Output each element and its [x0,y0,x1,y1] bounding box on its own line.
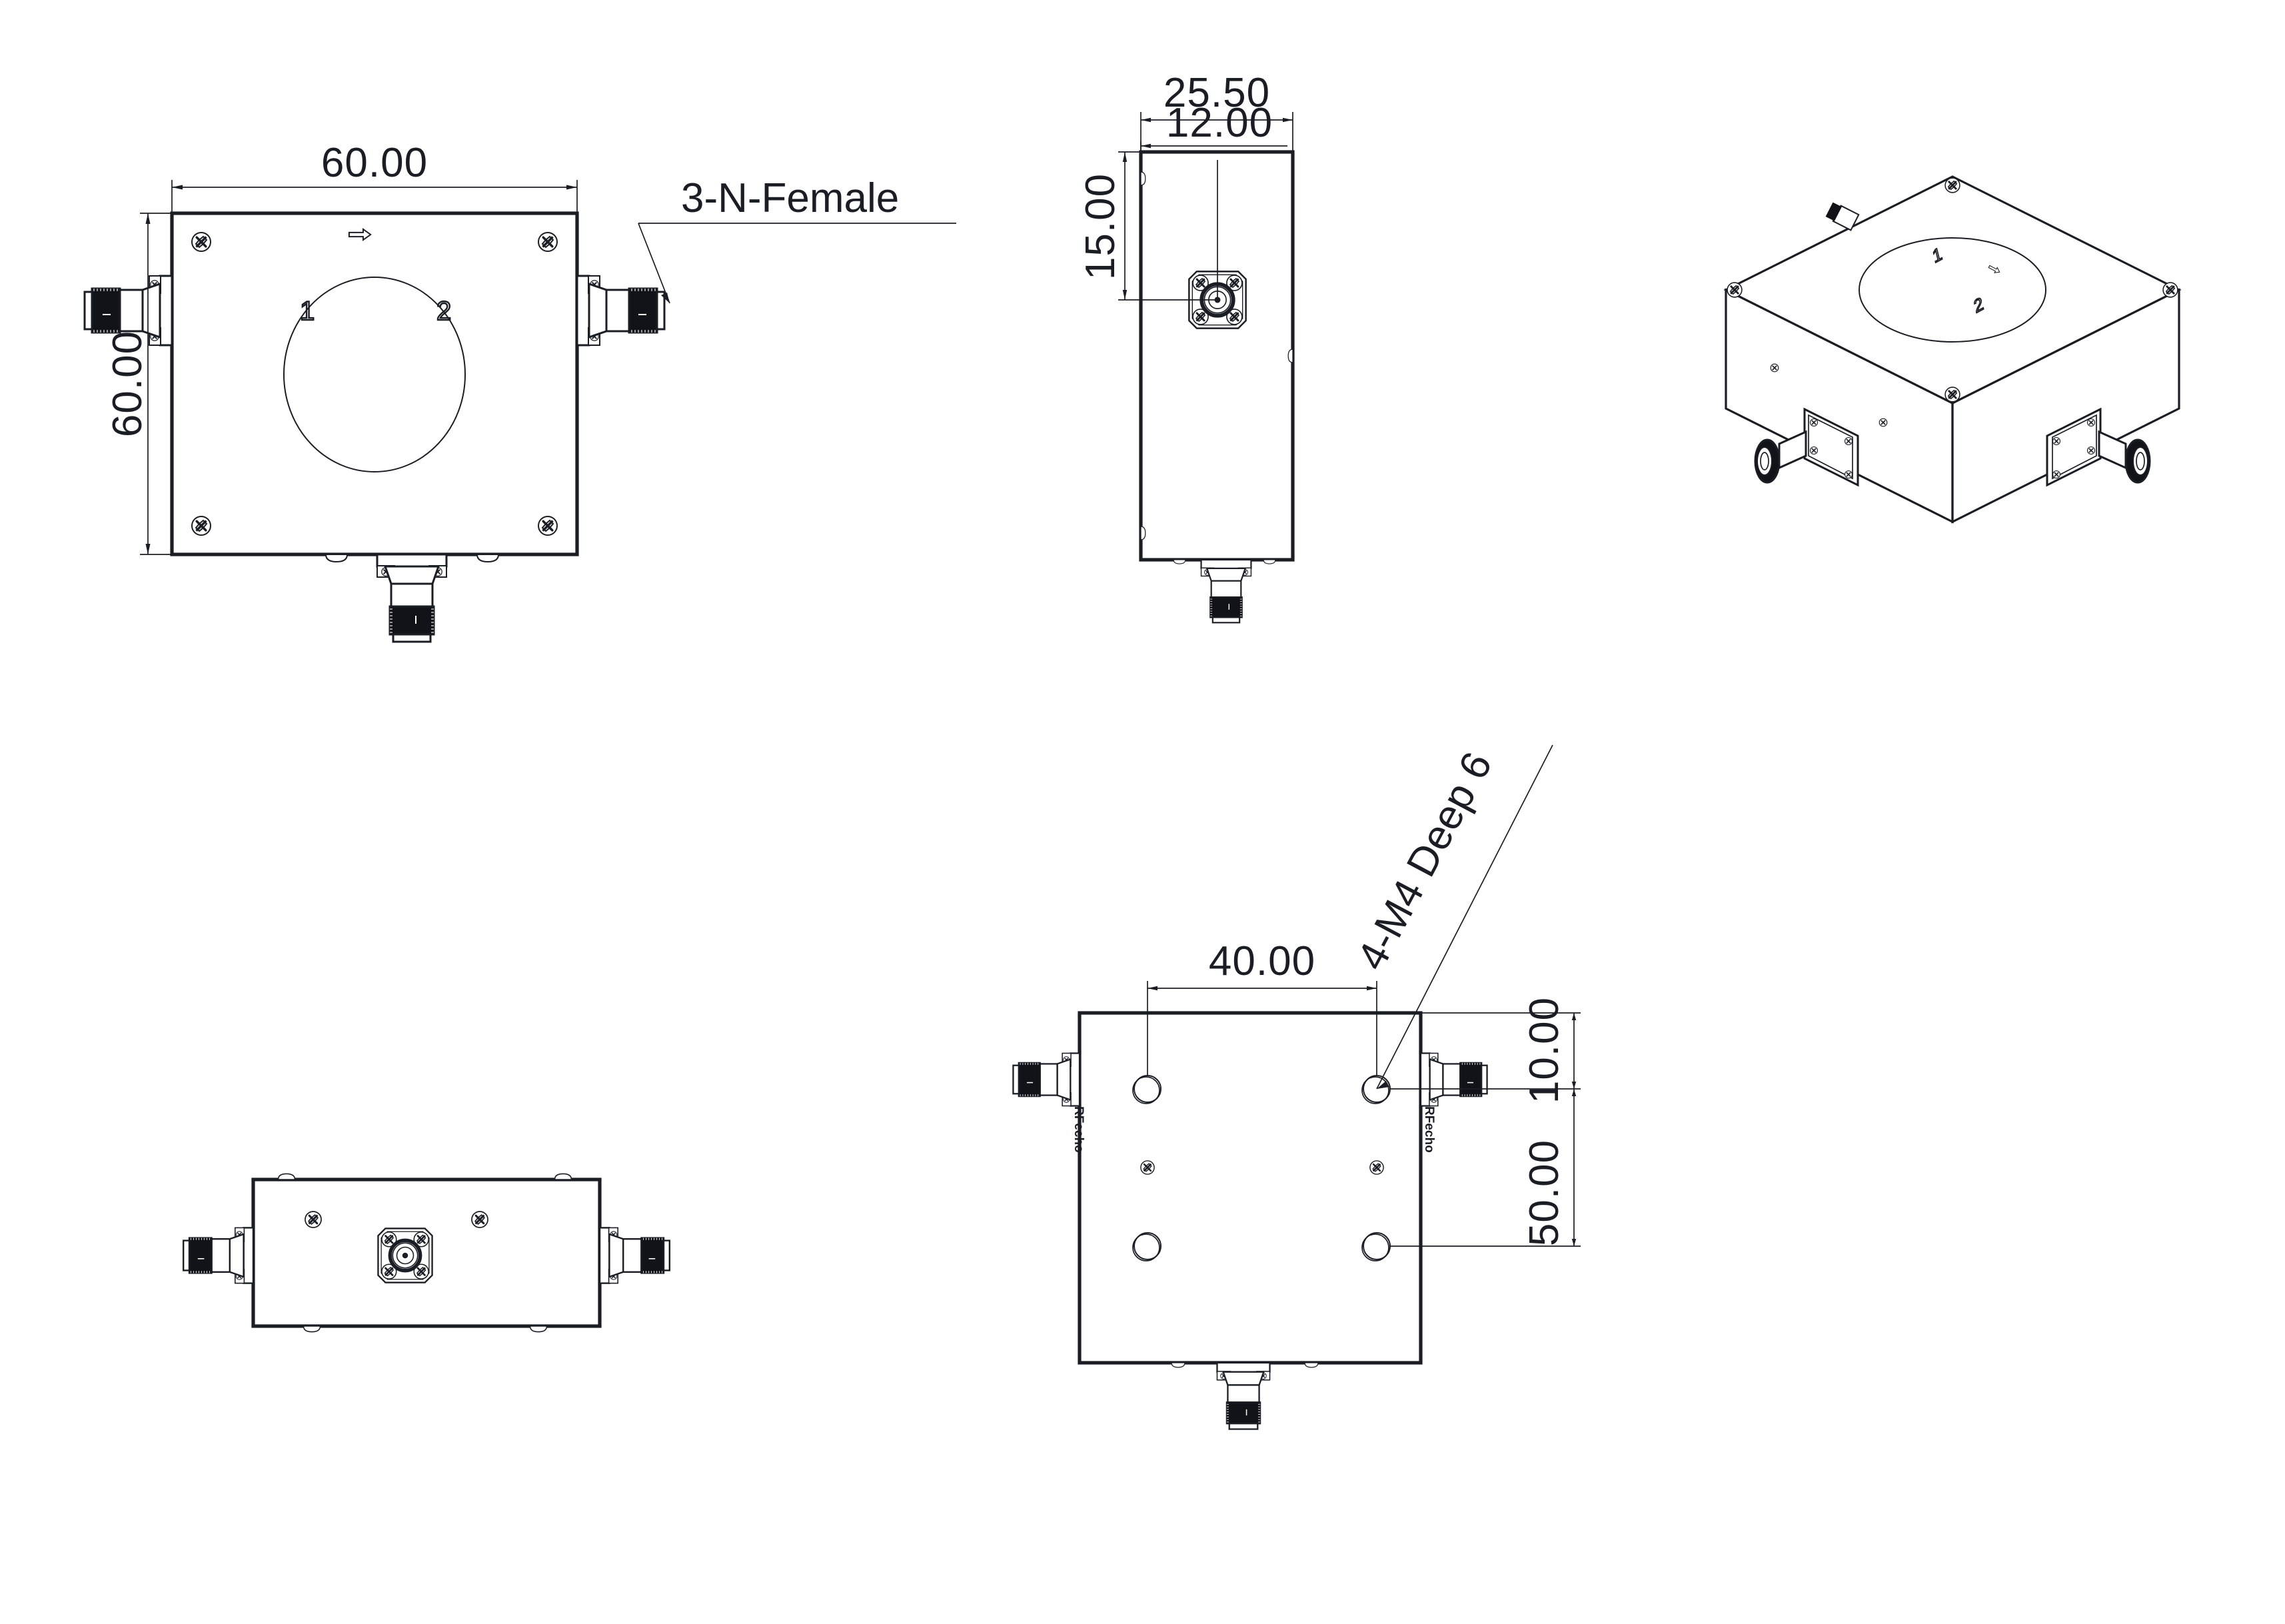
iso-boss-1 [1770,363,1779,373]
bottom-connector-right [1421,1053,1487,1106]
view-isometric: 1 2 [1723,175,2182,524]
bottom-screw-left [1140,1160,1155,1176]
port-label-2: 2 [436,297,451,326]
flow-arrow-icon [348,228,372,241]
dim-label-60-v: 60.00 [105,331,151,437]
bottom-screw-right [1369,1160,1385,1176]
iso-screw-right [2162,281,2179,299]
view-front [183,1173,670,1333]
front-connector-left [183,1227,253,1283]
brand-label-right: RFecho [1422,1106,1436,1153]
view-bottom: RFecho RFecho 40.00 10.00 [1013,744,1581,1429]
dim-top-height: 60.00 [105,213,172,555]
boss-side-tl [1140,171,1146,186]
bottom-connector-down [1217,1363,1269,1429]
corner-screw-tr [537,231,558,253]
iso-cavity-circle [1859,237,2046,343]
iso-connector-rear [1825,202,1860,231]
dim-bottom-50: 50.00 [1390,1089,1581,1247]
iso-screw-back [1944,177,1961,194]
connector-bottom [377,554,446,642]
view-side: 25.50 12.00 15.00 [1078,70,1295,622]
port-label-1: 1 [300,297,315,326]
connector-side-bottom [1201,560,1251,622]
front-connector-right [600,1227,670,1283]
mount-hole-tl [1132,1075,1161,1104]
front-boss-tl [277,1173,296,1180]
front-screw-right [470,1210,489,1229]
callout-n-female: 3-N-Female [638,175,956,304]
dim-label-2550: 25.50 [1163,70,1270,116]
dim-side-height: 15.00 [1078,151,1217,301]
bottom-connector-left [1013,1053,1080,1106]
callout-label-n-female: 3-N-Female [681,175,899,221]
iso-screw-front [1944,386,1961,403]
boss-side-bottom-l [1173,559,1186,564]
iso-boss-2 [1879,418,1888,427]
corner-screw-bl [191,515,212,536]
mount-hole-tr [1361,1075,1391,1104]
boss-side-r [1287,349,1293,363]
iso-flow-arrow-icon [1987,263,2002,275]
bottom-boss-r [1304,1362,1319,1368]
dim-label-1000: 10.00 [1521,997,1567,1104]
callout-label-m4-deep: 4-M4 Deep 6 [1348,745,1501,978]
mount-hole-br [1361,1232,1391,1261]
boss-bottom-left [325,554,348,562]
front-boss-tr [554,1173,572,1180]
dim-label-5000: 50.00 [1521,1140,1567,1246]
brand-label-left: RFecho [1072,1106,1086,1153]
dim-label-60-h: 60.00 [321,140,428,186]
dim-top-width: 60.00 [171,140,578,213]
boss-side-bottom-r [1263,559,1276,564]
front-screw-left [304,1210,323,1229]
front-connector-face [378,1228,432,1282]
boss-side-bl [1140,526,1146,540]
mount-hole-bl [1132,1232,1161,1261]
iso-connector-right [2046,407,2151,487]
boss-bottom-right [476,554,499,562]
dim-bottom-40: 40.00 [1147,938,1377,1076]
dim-side-width: 25.50 [1140,70,1293,152]
connector-right [577,276,664,345]
view-top: 1 2 60.00 [85,140,956,642]
corner-screw-tl [191,231,212,253]
corner-screw-br [537,515,558,536]
front-boss-bl [303,1325,321,1333]
dim-label-1500: 15.00 [1078,173,1124,280]
iso-connector-left [1754,407,1859,487]
iso-screw-left [1726,281,1743,299]
iso-port-label-2: 2 [1972,293,1985,317]
iso-port-label-1: 1 [1930,243,1944,267]
dim-bottom-10: 10.00 [1390,997,1581,1104]
dim-label-1200: 12.00 [1166,100,1273,146]
dim-side-offset: 12.00 [1140,100,1287,300]
front-boss-br [529,1325,548,1333]
dim-label-4000: 40.00 [1209,938,1315,984]
cavity-circle [283,277,466,472]
bottom-boss-l [1171,1362,1185,1368]
